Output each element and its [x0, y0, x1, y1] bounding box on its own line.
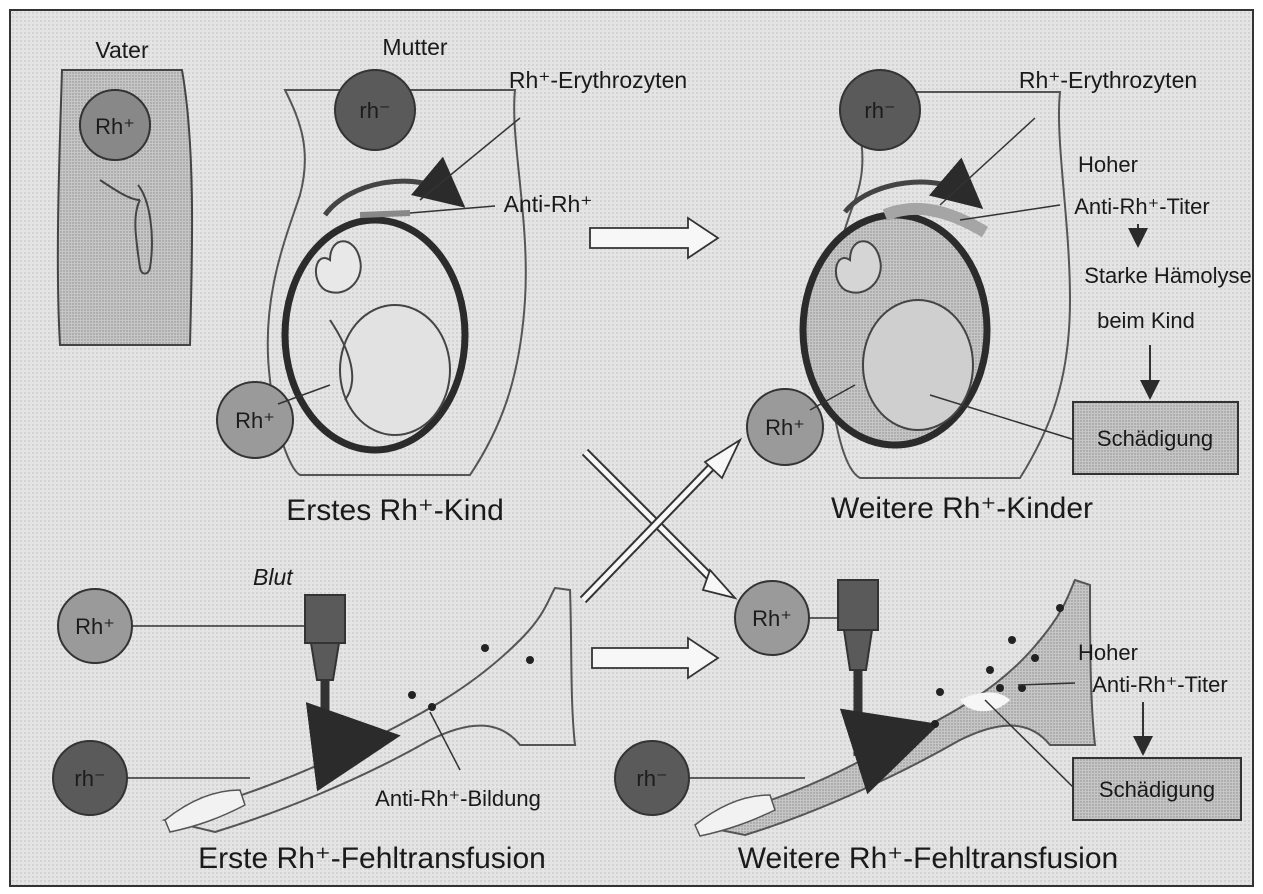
label-rh-ery-left: Rh⁺-Erythrozyten	[509, 67, 687, 93]
caption-weitere-fehl: Weitere Rh⁺-Fehltransfusion	[738, 842, 1118, 875]
blood-left-rh-text: Rh⁺	[75, 614, 115, 639]
mother-right-rh-text: rh⁻	[864, 98, 895, 123]
blood-bag-left	[305, 595, 345, 643]
blood-right-rh-text: Rh⁺	[752, 606, 792, 631]
label-rh-ery-right: Rh⁺-Erythrozyten	[1019, 67, 1197, 93]
label-blut: Blut	[253, 564, 294, 590]
patient-right-rh-text: rh⁻	[636, 766, 667, 791]
label-titer-bottom: Anti-Rh⁺-Titer	[1092, 672, 1227, 697]
father-rh-text: Rh⁺	[95, 114, 135, 139]
label-titer-top: Anti-Rh⁺-Titer	[1074, 194, 1209, 219]
label-vater: Vater	[95, 37, 149, 63]
antibody-flow-left	[360, 213, 410, 215]
caption-erstes-kind: Erstes Rh⁺-Kind	[286, 494, 504, 527]
label-hoher-bottom: Hoher	[1078, 640, 1138, 665]
label-starke: Starke Hämolyse	[1084, 263, 1252, 288]
label-mutter: Mutter	[382, 34, 448, 60]
label-hoher-top: Hoher	[1078, 152, 1138, 177]
label-schaedigung-bottom: Schädigung	[1099, 777, 1215, 802]
patient-left-rh-text: rh⁻	[74, 766, 105, 791]
mother-left-rh-text: rh⁻	[359, 98, 390, 123]
child-left-rh-text: Rh⁺	[235, 408, 275, 433]
blood-bag-right	[838, 580, 878, 630]
father-figure: Rh⁺	[58, 70, 192, 345]
label-anti-rh: Anti-Rh⁺	[504, 191, 593, 217]
caption-weitere-kinder: Weitere Rh⁺-Kinder	[831, 492, 1093, 525]
label-anti-bildung: Anti-Rh⁺-Bildung	[375, 786, 541, 811]
label-beim-kind: beim Kind	[1097, 308, 1195, 333]
child-right-rh-text: Rh⁺	[765, 415, 805, 440]
label-schaedigung-top: Schädigung	[1097, 426, 1213, 451]
caption-erste-fehl: Erste Rh⁺-Fehltransfusion	[198, 842, 546, 875]
